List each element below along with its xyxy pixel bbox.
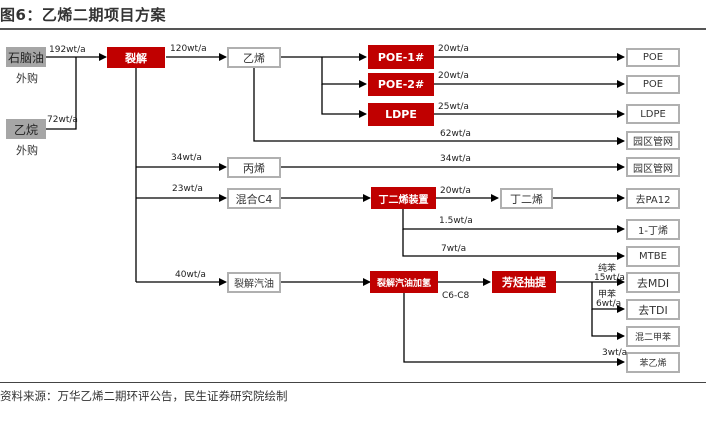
feed-ethane: 乙烷 <box>6 119 46 139</box>
product-poe-a: POE <box>626 48 680 67</box>
node-pygas: 裂解汽油 <box>227 272 281 293</box>
title-divider <box>0 28 706 30</box>
product-tdi: 去TDI <box>626 299 680 320</box>
process-butadiene-unit: 丁二烯装置 <box>371 187 436 209</box>
flow-naphtha: 192wt/a <box>49 45 86 55</box>
flow-c6-c8: C6-C8 <box>442 291 470 301</box>
figure-title: 图6：乙烯二期项目方案 <box>0 6 166 24</box>
flow-to-propylene: 34wt/a <box>171 153 202 163</box>
flow-benzene-label: 纯苯 <box>598 264 617 274</box>
process-cracking: 裂解 <box>107 47 165 68</box>
node-mixed-c4: 混合C4 <box>227 188 281 209</box>
flow-1-butene: 1.5wt/a <box>439 216 473 226</box>
node-ethylene: 乙烯 <box>227 47 281 68</box>
flow-benzene: 15wt/a <box>594 273 625 283</box>
flow-poe1: 20wt/a <box>438 44 469 54</box>
process-gasoline-hydrogenation: 裂解汽油加氢 <box>370 271 438 293</box>
source-note: 资料来源：万华乙烯二期环评公告，民生证券研究院绘制 <box>0 389 288 403</box>
product-mdi: 去MDI <box>626 272 680 293</box>
flow-toluene: 6wt/a <box>596 299 622 309</box>
product-poe-b: POE <box>626 75 680 94</box>
feed-naphtha: 石脑油 <box>6 47 46 67</box>
flow-toluene-label: 甲苯 <box>598 290 617 300</box>
flow-poe2: 20wt/a <box>438 71 469 81</box>
process-aromatics-extraction: 芳烃抽提 <box>492 271 556 293</box>
product-1-butene: 1-丁烯 <box>626 219 680 240</box>
process-poe1: POE-1# <box>368 45 434 69</box>
product-park-grid-b: 园区管网 <box>626 157 680 177</box>
flow-to-c4: 23wt/a <box>172 184 203 194</box>
product-mtbe: MTBE <box>626 246 680 267</box>
node-propylene: 丙烯 <box>227 157 281 178</box>
feed-ethane-note: 外购 <box>16 144 38 157</box>
source-divider <box>0 382 706 383</box>
process-ldpe: LDPE <box>368 103 434 126</box>
flow-ethylene-grid: 62wt/a <box>440 129 471 139</box>
product-pa12: 去PA12 <box>626 188 680 209</box>
line-ethane <box>46 57 77 130</box>
feed-naphtha-note: 外购 <box>16 72 38 85</box>
flow-butadiene: 20wt/a <box>440 186 471 196</box>
product-ldpe: LDPE <box>626 104 680 124</box>
flow-mtbe: 7wt/a <box>441 244 467 254</box>
flow-cracking-ethylene: 120wt/a <box>170 44 207 54</box>
process-poe2: POE-2# <box>368 73 434 96</box>
product-park-grid-a: 园区管网 <box>626 131 680 150</box>
flow-to-pygas: 40wt/a <box>175 270 206 280</box>
product-mixed-xylene: 混二甲苯 <box>626 326 680 347</box>
flow-ethane: 72wt/a <box>47 115 78 125</box>
node-butadiene: 丁二烯 <box>500 188 553 209</box>
product-styrene: 苯乙烯 <box>626 352 680 373</box>
flow-propylene-grid: 34wt/a <box>440 154 471 164</box>
flow-styrene: 3wt/a <box>602 348 628 358</box>
flow-ldpe: 25wt/a <box>438 102 469 112</box>
